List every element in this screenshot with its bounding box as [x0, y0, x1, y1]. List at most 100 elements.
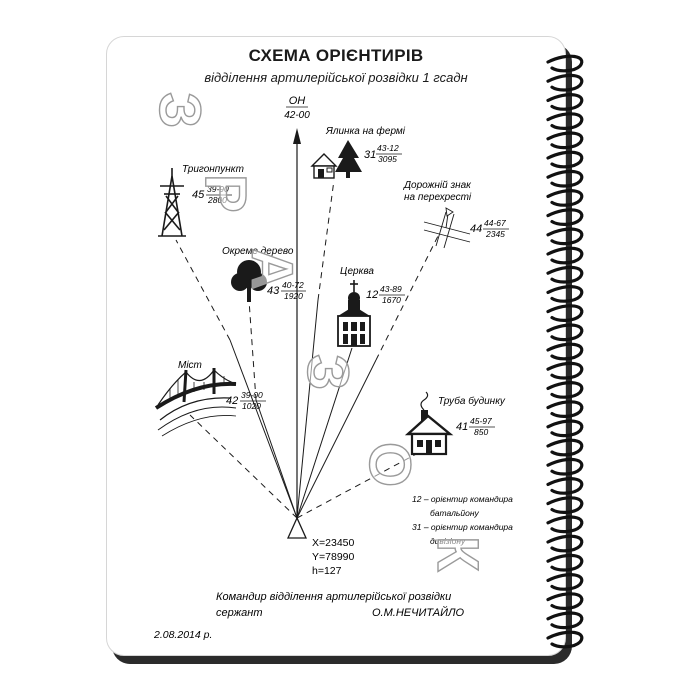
watermark-letter-1: З: [147, 92, 212, 128]
ray-road-sign: [296, 359, 377, 519]
spiral-coil: [546, 553, 584, 572]
house-chimney-icon: [404, 391, 454, 456]
ray-farm-tree-dashed: [317, 179, 335, 301]
watermark-letter-5: О: [357, 442, 422, 487]
spiral-coil: [546, 342, 584, 361]
spiral-coil: [546, 73, 584, 92]
tree-icon: [231, 260, 267, 302]
crossroad-sign-icon: [423, 207, 471, 249]
landmark-distance: 1020: [242, 401, 261, 411]
landmark-road-sign: Дорожній знак на перехресті 44 44-67 234…: [403, 180, 509, 249]
signature-rank: сержант: [216, 607, 263, 619]
ray-house-chimney: [296, 451, 421, 519]
north-value: 42-00: [284, 110, 310, 121]
spiral-coil: [546, 419, 584, 438]
bridge-icon: [154, 368, 237, 437]
spiral-coil: [546, 630, 584, 649]
ray-bridge: [189, 414, 298, 519]
ray-single-tree-dashed: [248, 299, 257, 401]
legend-line-2: батальйону: [430, 508, 480, 518]
landmark-bridge: Міст 42 39-00 1020: [154, 360, 266, 437]
landmark-angle: 40-72: [282, 280, 304, 290]
landmark-name: Ялинка на фермі: [325, 125, 406, 137]
spiral-coil: [546, 573, 584, 591]
landmark-name: Труба будинку: [438, 395, 506, 407]
observation-h: h=127: [312, 565, 342, 577]
spiral-coil: [546, 189, 584, 207]
ray-road-sign-dashed: [375, 235, 439, 361]
spiral-coil: [546, 381, 584, 399]
observation-y: Y=78990: [312, 551, 354, 563]
landmark-name: Церква: [340, 266, 374, 277]
legend-line-3: 31 – орієнтир командира: [412, 522, 513, 532]
landmark-angle: 43-89: [380, 284, 402, 294]
spiral-coil: [546, 246, 584, 265]
signature-title: Командир відділення артилерійської розві…: [216, 591, 451, 603]
legend-line-1: 12 – орієнтир командира: [412, 494, 513, 504]
spiral-coil: [546, 400, 584, 418]
north-label: ОН: [289, 95, 306, 107]
spiral-coil: [546, 169, 584, 188]
spiral-coil: [546, 285, 584, 303]
signature-block: Командир відділення артилерійської розві…: [153, 591, 464, 641]
landmark-number: 45: [192, 189, 205, 201]
landmark-name-line1: Дорожній знак: [403, 180, 472, 191]
landmark-distance: 1920: [284, 291, 303, 301]
landmark-angle: 45-97: [470, 416, 492, 426]
spiral-coil: [546, 227, 584, 246]
spiral-coil: [546, 304, 584, 322]
landmark-farm-tree: Ялинка на фермі 31 43-12 3095: [310, 125, 406, 179]
diagram-title: СХЕМА ОРІЄНТИРІВ: [248, 46, 424, 65]
landmark-single-tree: Окреме дерево 43 40-72 1920: [222, 246, 306, 302]
landmark-number: 12: [366, 289, 378, 301]
spiral-coil: [546, 611, 584, 630]
watermark-letter-2: Р: [193, 174, 258, 213]
spiral-coil: [546, 93, 584, 111]
spiral-coil: [546, 496, 584, 514]
spiral-coil: [546, 457, 584, 476]
landmark-distance: 2345: [485, 229, 505, 239]
landmark-angle: 39-90: [207, 184, 229, 194]
landmark-number: 43: [267, 285, 280, 297]
ray-trigonometric-point: [229, 339, 298, 519]
document-date: 2.08.2014 р.: [153, 629, 212, 641]
signature-name: О.М.НЕЧИТАЙЛО: [372, 606, 464, 619]
spiral-coil: [546, 54, 584, 73]
landmark-church: Церква 12 43-89 1670: [337, 266, 405, 347]
landmark-number: 41: [456, 421, 468, 433]
landmark-distance: 2800: [207, 195, 227, 205]
spiral-coil: [546, 534, 584, 553]
landmark-angle: 44-67: [484, 218, 506, 228]
landmark-distance: 850: [474, 427, 488, 437]
notebook-page: [106, 36, 566, 656]
spiral-coil: [546, 131, 584, 150]
observation-triangle-icon: [286, 516, 308, 539]
observation-x: X=23450: [312, 537, 354, 549]
spiral-coil: [546, 361, 584, 380]
landmark-angle: 43-12: [377, 143, 399, 153]
observation-point: X=23450 Y=78990 h=127: [286, 516, 354, 577]
spiral-coil: [546, 208, 584, 226]
landmark-number: 42: [226, 395, 238, 407]
ray-church: [296, 347, 353, 519]
spiral-coil: [546, 112, 584, 130]
spiral-coil: [546, 323, 584, 342]
watermark-letter-6: К: [425, 536, 490, 572]
legend: 12 – орієнтир командира батальйону 31 – …: [412, 494, 513, 546]
ray-trigonometric-point-dashed: [175, 239, 231, 341]
landmark-distance: 3095: [378, 154, 397, 164]
spiral-coil: [546, 592, 584, 610]
diagram-subtitle: відділення артилерійської розвідки 1 гса…: [204, 70, 468, 85]
watermark-stamp: З Р А З О К: [146, 91, 490, 572]
landmark-angle: 39-00: [241, 390, 263, 400]
watermark-letter-4: З: [295, 354, 360, 390]
farm-tree-icon: [310, 140, 362, 179]
landmark-house-chimney: Труба будинку 41 45-97 850: [404, 391, 506, 456]
landmark-number: 31: [364, 149, 376, 161]
landmark-name: Окреме дерево: [222, 246, 294, 257]
spiral-coil: [546, 515, 584, 534]
ray-farm-tree: [296, 299, 319, 519]
spiral-coil: [546, 150, 584, 169]
spiral-coil: [546, 477, 584, 495]
